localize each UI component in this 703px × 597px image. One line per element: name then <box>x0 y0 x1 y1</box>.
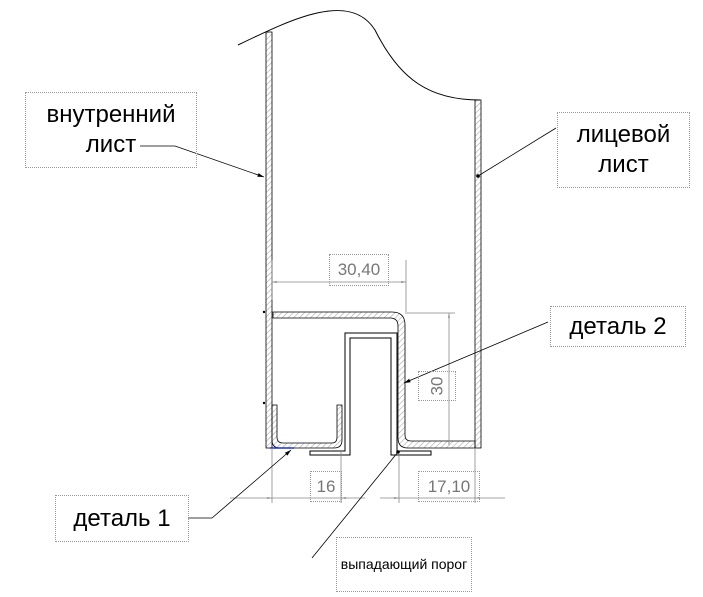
inner-sheet-label: внутренний лист <box>25 92 197 168</box>
dim-top-width: 30,40 <box>329 254 389 286</box>
dim-bottom-left: 16 <box>310 471 342 502</box>
break-line <box>237 10 481 101</box>
dim-bottom-right: 17,10 <box>418 471 480 502</box>
threshold-profile <box>309 332 432 456</box>
dim-height: 30 <box>418 371 456 401</box>
inner-sheet-wall <box>265 31 273 449</box>
face-sheet-label: лицевой лист <box>557 112 690 188</box>
face-sheet-wall <box>474 99 482 449</box>
dim-height-text: 30 <box>426 376 446 396</box>
detail-2-label: деталь 2 <box>550 306 686 347</box>
detail-1-label: деталь 1 <box>55 495 189 542</box>
detail-1-profile <box>271 404 343 449</box>
threshold-label: выпадающий порог <box>336 537 472 592</box>
